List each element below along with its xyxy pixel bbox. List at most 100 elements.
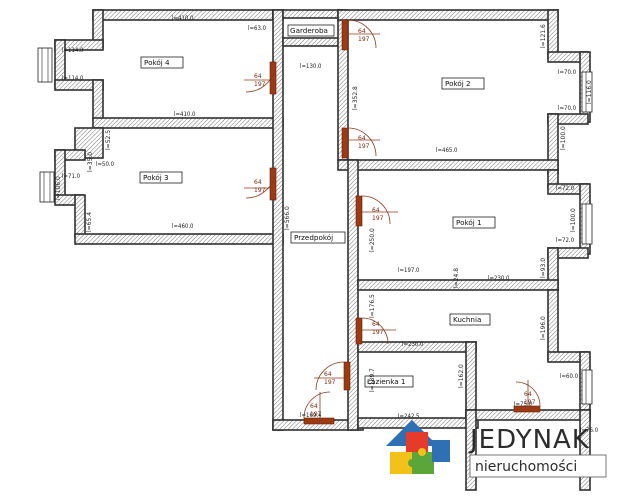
dimension: l=162.0 [458, 364, 465, 388]
svg-text:197: 197 [254, 187, 266, 194]
dimension: l=75.0 [514, 401, 533, 408]
walls [54, 9, 591, 491]
room-label-box [140, 56, 184, 69]
room-label-box [452, 216, 496, 229]
svg-text:197: 197 [254, 81, 266, 88]
door: 64 197 [303, 391, 335, 425]
dimension: l=50.0 [96, 161, 115, 168]
svg-text:64: 64 [254, 73, 262, 80]
dimension: l=189.7 [369, 368, 376, 392]
room-label-przedpokoj: Przedpokój [294, 233, 333, 242]
logo-piece-yellow [390, 452, 412, 474]
door: 64 197 [355, 317, 396, 345]
room-label-pokoj2: Pokój 2 [445, 79, 471, 88]
wall [74, 233, 284, 245]
wall [547, 9, 559, 59]
svg-text:197: 197 [524, 399, 536, 406]
svg-text:197: 197 [372, 215, 384, 222]
logo-subtitle: nieruchomości [475, 459, 577, 475]
svg-text:64: 64 [372, 321, 380, 328]
dimension: l=24.8 [453, 268, 460, 288]
dimension: l=116.0 [586, 80, 593, 104]
wall [465, 409, 477, 491]
door: 64 197 [314, 361, 351, 391]
logo-piece-green [412, 452, 434, 474]
dimension: l=63.0 [248, 25, 267, 32]
svg-text:197: 197 [310, 411, 322, 418]
room-labels: Pokój 4 Pokój 3 Pokój 2 Pokój 1 Garderob… [139, 24, 496, 388]
room-label-box [364, 375, 414, 388]
logo-sub-box [469, 454, 607, 478]
wall [92, 79, 104, 121]
room-label-pokoj4: Pokój 4 [144, 58, 170, 67]
svg-text:64: 64 [324, 371, 332, 378]
door: 64 197 [244, 61, 277, 95]
dimension: l=410.0 [172, 15, 194, 22]
windows [37, 47, 593, 405]
svg-text:64: 64 [524, 391, 532, 398]
svg-text:64: 64 [358, 135, 366, 142]
room-label-box [139, 171, 183, 184]
door: 64 197 [513, 380, 541, 413]
dimension: l=169.4 [300, 412, 322, 419]
dimension: l=176.5 [369, 294, 376, 318]
door: 64 197 [355, 195, 398, 227]
dimension: l=93.0 [540, 258, 547, 278]
dimension: l=230.0 [402, 341, 424, 348]
svg-text:64: 64 [254, 179, 262, 186]
dimension: l=460.0 [172, 223, 194, 230]
logo-piece-red [406, 432, 428, 452]
dimension-labels: l=410.0 l=63.0 l=114.0 l=114.0 l=410.0 l… [55, 15, 599, 434]
room-label-pokoj1: Pokój 1 [456, 218, 482, 227]
dimension: l=70.0 [558, 105, 577, 112]
dimension: l=72.0 [556, 185, 575, 192]
dimension: l=465.0 [436, 147, 458, 154]
svg-text:197: 197 [372, 329, 384, 336]
dimension: l=114.0 [62, 47, 84, 54]
dimension: l=197.0 [398, 267, 420, 274]
dimension: l=566.0 [284, 206, 291, 230]
dimension: l=250.0 [369, 228, 376, 252]
dimension: l=196.0 [540, 316, 547, 340]
door: 64 197 [341, 127, 380, 159]
dimension: l=60.0 [560, 373, 579, 380]
room-label-box [287, 24, 335, 37]
wall [282, 37, 344, 47]
logo-company-name: JEDYNAK [468, 425, 590, 455]
wall [282, 9, 344, 19]
svg-text:197: 197 [358, 143, 370, 150]
svg-text:64: 64 [358, 28, 366, 35]
dimension: l=121.6 [540, 24, 547, 48]
svg-text:64: 64 [310, 403, 318, 410]
dimension: l=100.0 [560, 126, 567, 150]
svg-text:197: 197 [324, 379, 336, 386]
wall [347, 159, 359, 431]
dimension: l=71.0 [62, 173, 81, 180]
dimension: l=65.4 [86, 212, 93, 232]
dimension: l=100.0 [570, 208, 577, 232]
wall [547, 289, 559, 361]
wall [579, 409, 591, 491]
room-label-pokoj3: Pokój 3 [143, 173, 169, 182]
door: 64 197 [341, 19, 380, 51]
window [581, 369, 593, 405]
window [39, 171, 55, 203]
wall [74, 194, 86, 238]
window [37, 47, 53, 83]
room-label-garderoba: Garderoba [290, 26, 328, 35]
wall [74, 127, 104, 159]
room-label-box [441, 77, 485, 90]
dimension: l=114.0 [62, 75, 84, 82]
door: 64 197 [244, 167, 277, 201]
dimension: l=230.0 [488, 275, 510, 282]
wall [92, 117, 284, 129]
wall [357, 279, 559, 291]
dimension: l=35.0 [87, 152, 94, 172]
logo-piece-blue [432, 440, 450, 462]
dimension: l=106.0 [55, 176, 62, 200]
logo-tab [418, 448, 426, 456]
dimension: l=242.5 [398, 413, 419, 420]
window [581, 203, 593, 245]
dimension: l=130.0 [300, 63, 322, 70]
